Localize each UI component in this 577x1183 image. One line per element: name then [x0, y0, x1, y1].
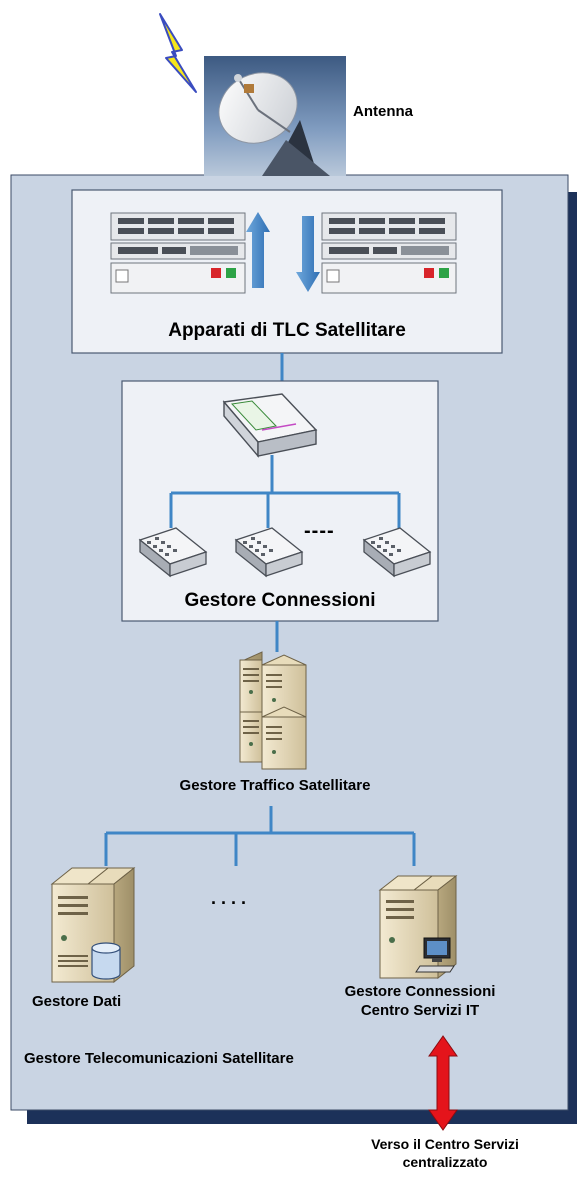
- server-cluster-icon: [239, 651, 307, 770]
- external-label-line2: centralizzato: [402, 1154, 488, 1170]
- router-icon: [222, 393, 318, 458]
- downlink-arrow-icon: [296, 216, 320, 292]
- data-server-label: Gestore Dati: [32, 993, 122, 1010]
- external-label-line1: Verso il Centro Servizi: [371, 1136, 519, 1152]
- lightning-icon: [159, 13, 197, 93]
- container-label: Gestore Telecomunicazioni Satellitare: [24, 1050, 294, 1067]
- workstation-icon: [415, 937, 455, 973]
- connections-title: Gestore Connessioni: [184, 590, 376, 611]
- switch-icon-2: [234, 527, 304, 578]
- it-server-label-line2: Centro Servizi IT: [360, 1002, 480, 1019]
- server-ellipsis: . . . .: [211, 888, 247, 908]
- tlc-title: Apparati di TLC Satellitare: [168, 320, 406, 341]
- it-server-label-line1: Gestore Connessioni: [344, 983, 496, 1000]
- uplink-arrow-icon: [246, 212, 270, 288]
- antenna-photo: [204, 56, 346, 176]
- traffic-label: Gestore Traffico Satellitare: [179, 777, 371, 794]
- database-icon: [91, 942, 121, 980]
- antenna-label: Antenna: [353, 103, 413, 120]
- external-link-arrow-icon: [428, 1035, 458, 1131]
- connections-tree-links: [169, 455, 401, 528]
- bottom-tree-links: [104, 806, 416, 866]
- rack-equipment-right-icon: [321, 212, 457, 294]
- switch-icon-1: [138, 527, 208, 578]
- switch-ellipsis: ----: [304, 520, 335, 542]
- switch-icon-3: [362, 527, 432, 578]
- it-server-icon: [378, 874, 458, 980]
- rack-equipment-left-icon: [110, 212, 246, 294]
- data-server-icon: [50, 866, 136, 984]
